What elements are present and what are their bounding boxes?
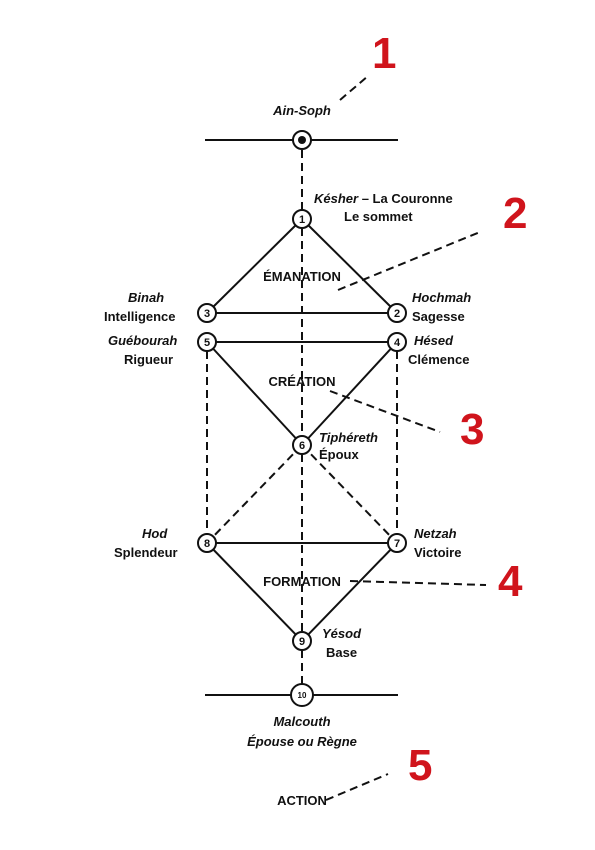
callout-4-leader bbox=[349, 580, 487, 586]
svg-text:2: 2 bbox=[394, 308, 400, 320]
malcouth-sub: Épouse ou Règne bbox=[247, 734, 357, 749]
binah-sub: Intelligence bbox=[104, 309, 176, 324]
svg-text:4: 4 bbox=[394, 337, 401, 349]
svg-text:9: 9 bbox=[299, 636, 305, 648]
world-creation: CRÉATION bbox=[269, 374, 336, 389]
world-emanation: ÉMANATION bbox=[263, 269, 341, 284]
hochmah-sub: Sagesse bbox=[412, 309, 465, 324]
callout-5-leader bbox=[325, 773, 389, 801]
netzah-name: Netzah bbox=[414, 526, 457, 541]
hesed-sub: Clémence bbox=[408, 352, 469, 367]
svg-text:8: 8 bbox=[204, 538, 210, 550]
binah-name: Binah bbox=[128, 290, 164, 305]
callout-2: 2 bbox=[503, 189, 527, 238]
callout-4: 4 bbox=[498, 557, 523, 606]
node-hochmah: 2 bbox=[387, 303, 407, 323]
callout-5: 5 bbox=[408, 741, 432, 790]
callout-1: 1 bbox=[372, 29, 396, 78]
kether-sub: Le sommet bbox=[344, 209, 413, 224]
node-hod: 8 bbox=[197, 533, 217, 553]
callout-3-leader bbox=[329, 390, 441, 433]
node-hesed: 4 bbox=[387, 332, 407, 352]
netzah-sub: Victoire bbox=[414, 545, 461, 560]
path-7-9 bbox=[301, 542, 398, 642]
yesod-name: Yésod bbox=[322, 626, 362, 641]
yesod-sub: Base bbox=[326, 645, 357, 660]
callout-3: 3 bbox=[460, 405, 484, 454]
node-netzah: 7 bbox=[387, 533, 407, 553]
gueburah-name: Guébourah bbox=[108, 333, 177, 348]
callout-1-leader bbox=[339, 75, 369, 101]
hod-sub: Splendeur bbox=[114, 545, 178, 560]
path-1-2 bbox=[301, 218, 398, 314]
svg-text:7: 7 bbox=[394, 538, 400, 550]
hochmah-name: Hochmah bbox=[412, 290, 471, 305]
node-binah: 3 bbox=[197, 303, 217, 323]
callout-2-leader bbox=[337, 231, 481, 291]
node-gueburah: 5 bbox=[197, 332, 217, 352]
world-formation: FORMATION bbox=[263, 574, 341, 589]
node-yesod: 9 bbox=[292, 631, 312, 651]
svg-text:1: 1 bbox=[299, 214, 305, 226]
svg-text:3: 3 bbox=[204, 308, 210, 320]
world-action: ACTION bbox=[277, 793, 327, 808]
node-tiphereth: 6 bbox=[292, 435, 312, 455]
path-8-9 bbox=[206, 542, 303, 642]
svg-text:6: 6 bbox=[299, 440, 305, 452]
svg-text:10: 10 bbox=[298, 691, 307, 700]
tiphereth-name: Tiphéreth bbox=[319, 430, 378, 445]
path-6-8 bbox=[206, 444, 303, 544]
node-kether: 1 bbox=[292, 209, 312, 229]
path-6-7 bbox=[301, 444, 398, 544]
path-5-6 bbox=[206, 341, 303, 446]
gueburah-sub: Rigueur bbox=[124, 352, 173, 367]
malcouth-name: Malcouth bbox=[273, 714, 330, 729]
hod-name: Hod bbox=[142, 526, 168, 541]
ain-soph-node bbox=[292, 130, 312, 150]
hesed-name: Hésed bbox=[414, 333, 454, 348]
ain-soph-label: Ain-Soph bbox=[272, 103, 331, 118]
svg-text:5: 5 bbox=[204, 337, 210, 349]
path-4-6 bbox=[301, 341, 398, 446]
node-malcouth: 10 bbox=[290, 683, 314, 707]
kether-label: Késher – La Couronne bbox=[314, 191, 453, 206]
tiphereth-sub: Époux bbox=[319, 447, 359, 462]
path-1-3 bbox=[206, 218, 303, 314]
